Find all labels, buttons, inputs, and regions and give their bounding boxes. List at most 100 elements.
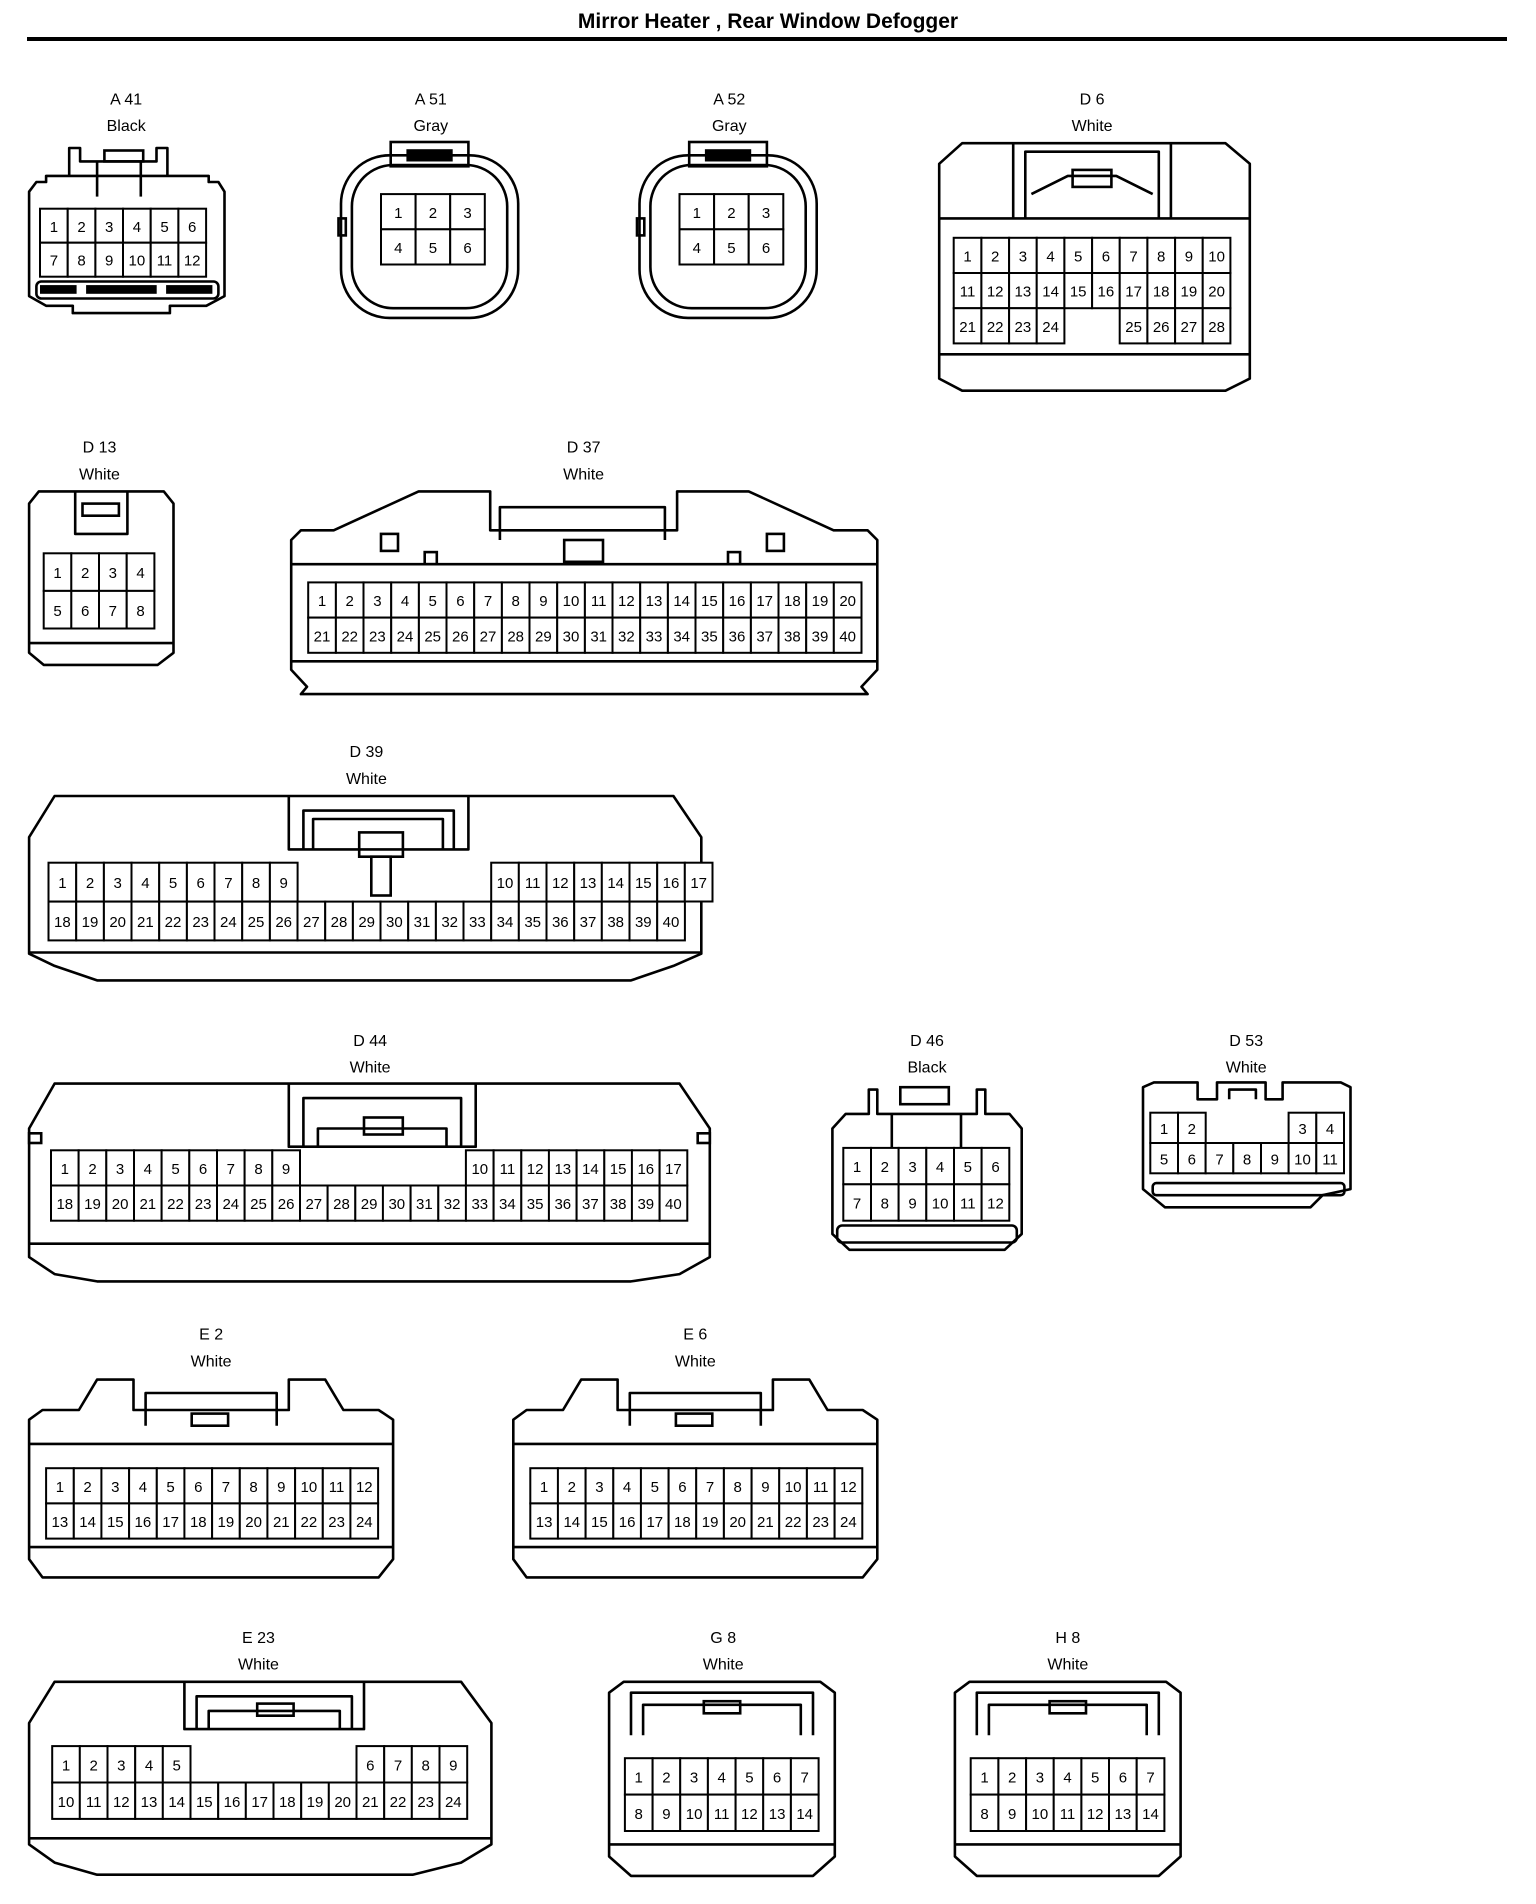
pin-cell	[177, 241, 208, 278]
connector-housing	[831, 1085, 1024, 1252]
pin-cell	[529, 1502, 559, 1540]
pin-number: 20	[109, 914, 126, 931]
pin-cell	[189, 1781, 220, 1820]
pin-cell	[545, 861, 576, 903]
connector-color-label: White	[346, 771, 387, 788]
pin-cell	[1063, 272, 1094, 310]
pin-cell	[666, 581, 697, 619]
pin-cell	[381, 1184, 412, 1222]
pin-cell	[679, 1793, 709, 1832]
pin-cell	[268, 861, 299, 903]
pin-cell	[183, 1502, 214, 1540]
pin-number: 11	[1060, 1806, 1076, 1823]
pin-cell	[870, 1183, 900, 1222]
pin-number: 18	[674, 1514, 691, 1531]
pin-cell	[327, 1781, 358, 1820]
pin-number: 33	[471, 1196, 488, 1213]
pin-number: 6	[762, 240, 770, 257]
pin-number: 2	[346, 593, 354, 610]
pin-cell	[1149, 1142, 1180, 1175]
pin-number: 8	[512, 593, 520, 610]
pin-number: 12	[1087, 1806, 1104, 1823]
pin-number: 12	[527, 1161, 544, 1178]
pin-number: 24	[356, 1514, 373, 1531]
pin-number: 4	[141, 875, 149, 892]
pin-cell	[334, 616, 365, 654]
pin-number: 18	[279, 1794, 296, 1811]
pin-number: 12	[113, 1794, 130, 1811]
pin-cell	[490, 861, 520, 903]
pin-number: 38	[607, 914, 624, 931]
pin-cell	[1201, 272, 1232, 310]
pin-number: 21	[137, 914, 154, 931]
pin-number: 2	[88, 1161, 96, 1178]
pin-number: 25	[250, 1196, 267, 1213]
connector-housing	[635, 140, 818, 320]
pin-number: 7	[706, 1479, 714, 1496]
pin-cell	[449, 193, 486, 231]
pin-cell	[134, 1745, 164, 1784]
pin-cell	[462, 900, 493, 942]
pin-cell	[980, 272, 1011, 310]
pin-cell	[271, 1149, 301, 1187]
pin-cell	[842, 1146, 872, 1186]
pin-number: 3	[105, 219, 113, 236]
pin-number: 23	[328, 1514, 345, 1531]
pin-cell	[1025, 1757, 1055, 1796]
pin-number: 8	[1157, 249, 1165, 266]
pin-cell	[1052, 1793, 1083, 1832]
pin-number: 12	[987, 1196, 1004, 1213]
pin-number: 12	[356, 1479, 373, 1496]
pin-cell	[832, 616, 863, 654]
pin-number: 19	[84, 1196, 101, 1213]
pin-number: 16	[1098, 284, 1115, 301]
pin-cell	[125, 589, 156, 630]
page-title: Mirror Heater , Rear Window Defogger	[577, 10, 959, 33]
pin-number: 17	[665, 1161, 682, 1178]
pin-number: 4	[136, 565, 144, 582]
pin-number: 31	[590, 628, 607, 645]
pin-cell	[762, 1793, 792, 1832]
pin-cell	[324, 900, 354, 942]
pin-cell	[77, 1184, 108, 1222]
connector-housing	[27, 490, 175, 667]
pin-number: 15	[196, 1794, 213, 1811]
pin-cell	[1135, 1757, 1166, 1796]
pin-number: 22	[390, 1794, 407, 1811]
pin-number: 34	[497, 914, 514, 931]
pin-number: 3	[114, 875, 122, 892]
pin-cell	[407, 900, 437, 942]
connector-id-label: H 8	[1055, 1630, 1080, 1647]
pin-number: 2	[991, 249, 999, 266]
pin-number: 39	[812, 628, 829, 645]
pin-number: 38	[784, 628, 801, 645]
pin-cell	[1035, 307, 1066, 345]
pin-number: 6	[463, 240, 471, 257]
pin-number: 25	[248, 914, 265, 931]
pin-number: 37	[580, 914, 597, 931]
pin-number: 21	[314, 628, 331, 645]
pin-cell	[1146, 307, 1177, 345]
pin-cell	[1118, 236, 1149, 275]
pin-number: 6	[366, 1757, 374, 1774]
pin-number: 36	[554, 1196, 571, 1213]
pin-cell	[612, 1502, 642, 1540]
pin-number: 24	[222, 1196, 239, 1213]
pin-number: 2	[86, 875, 94, 892]
pin-number: 10	[932, 1196, 949, 1213]
pin-cell	[216, 1184, 246, 1222]
pin-number: 19	[307, 1794, 324, 1811]
pin-number: 27	[305, 1196, 322, 1213]
pin-cell	[658, 1149, 689, 1187]
pin-number: 24	[445, 1794, 462, 1811]
pin-number: 7	[853, 1196, 861, 1213]
pin-number: 21	[362, 1794, 379, 1811]
pin-number: 1	[318, 593, 326, 610]
connector-id-label: D 46	[910, 1033, 944, 1050]
pin-cell	[611, 581, 642, 619]
pin-number: 9	[1008, 1806, 1016, 1823]
pin-number: 2	[1008, 1770, 1016, 1787]
pin-number: 40	[839, 628, 856, 645]
